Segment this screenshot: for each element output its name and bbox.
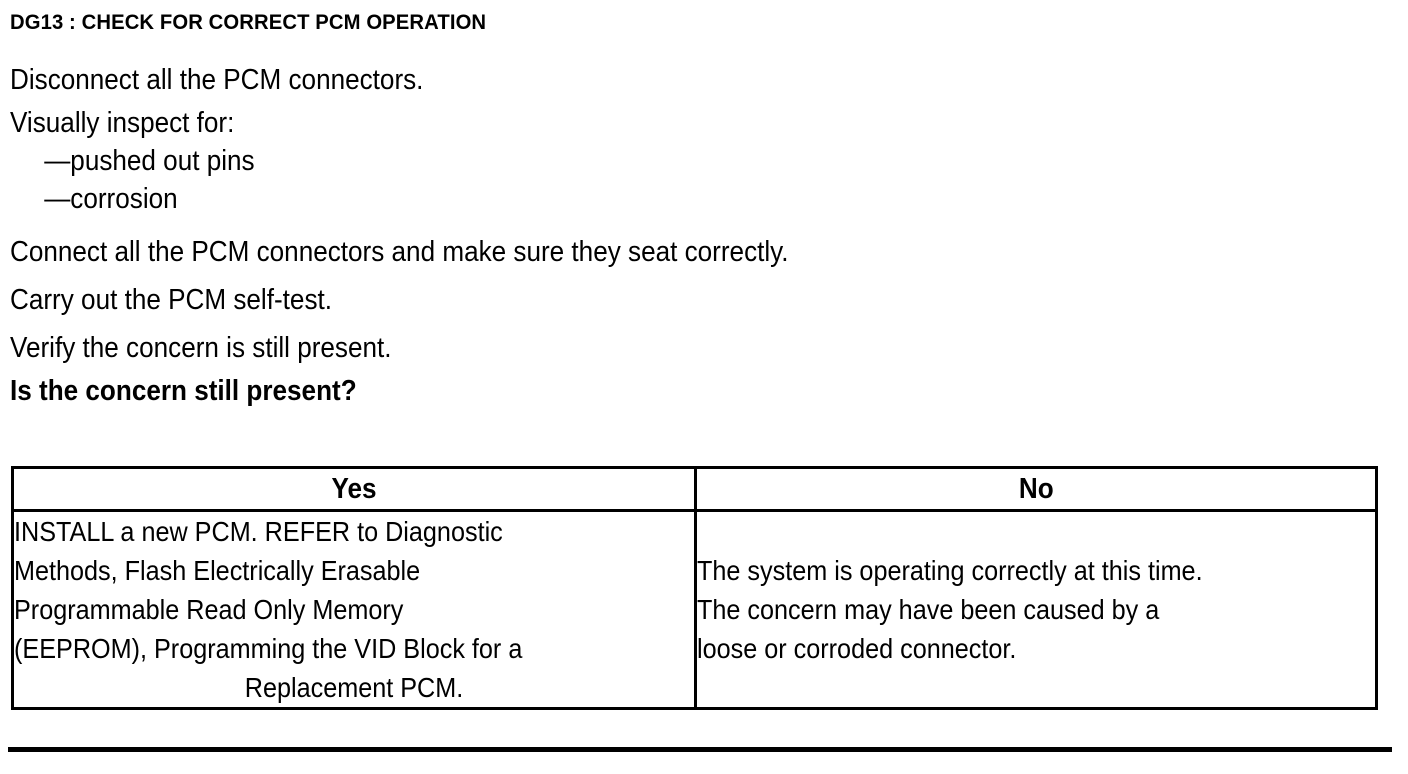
column-header-yes: Yes	[11, 466, 697, 512]
column-header-no: No	[694, 466, 1378, 512]
yes-action-line-1: INSTALL a new PCM. REFER to Diagnostic	[14, 516, 503, 547]
column-header-no-label: No	[1018, 473, 1054, 505]
no-action-line-2: The concern may have been caused by a	[697, 594, 1160, 625]
cell-yes-action: INSTALL a new PCM. REFER to Diagnostic M…	[11, 509, 697, 710]
column-header-yes-label: Yes	[331, 473, 377, 505]
instruction-list: Disconnect all the PCM connectors. Visua…	[10, 56, 1390, 410]
table-row: INSTALL a new PCM. REFER to Diagnostic M…	[11, 509, 1378, 710]
instruction-line-4: Carry out the PCM self-test.	[10, 284, 333, 316]
instruction-line-3: Connect all the PCM connectors and make …	[10, 236, 789, 268]
footer-divider-rule	[8, 747, 1392, 752]
table-header-row: Yes No	[11, 466, 1378, 512]
yes-action-line-4: (EEPROM), Programming the VID Block for …	[14, 633, 523, 664]
instruction-line-1: Disconnect all the PCM connectors.	[10, 64, 424, 96]
no-action-line-3: loose or corroded connector.	[697, 633, 1017, 664]
yes-action-line-3: Programmable Read Only Memory	[14, 594, 404, 625]
no-action-line-1: The system is operating correctly at thi…	[697, 555, 1203, 586]
yes-action-line-2: Methods, Flash Electrically Erasable	[14, 555, 421, 586]
decision-table: Yes No INSTALL a new PCM. REFER to Diagn…	[11, 466, 1378, 710]
decision-question: Is the concern still present?	[10, 375, 357, 407]
page-title: DG13 : CHECK FOR CORRECT PCM OPERATION	[10, 11, 487, 34]
instruction-bullet-pushed-out-pins: —pushed out pins	[44, 145, 255, 177]
instruction-bullet-corrosion: —corrosion	[44, 183, 178, 215]
cell-no-action: The system is operating correctly at thi…	[694, 509, 1378, 710]
instruction-line-2: Visually inspect for:	[10, 107, 235, 139]
instruction-line-5: Verify the concern is still present.	[10, 332, 392, 364]
yes-action-line-5: Replacement PCM.	[244, 672, 464, 703]
